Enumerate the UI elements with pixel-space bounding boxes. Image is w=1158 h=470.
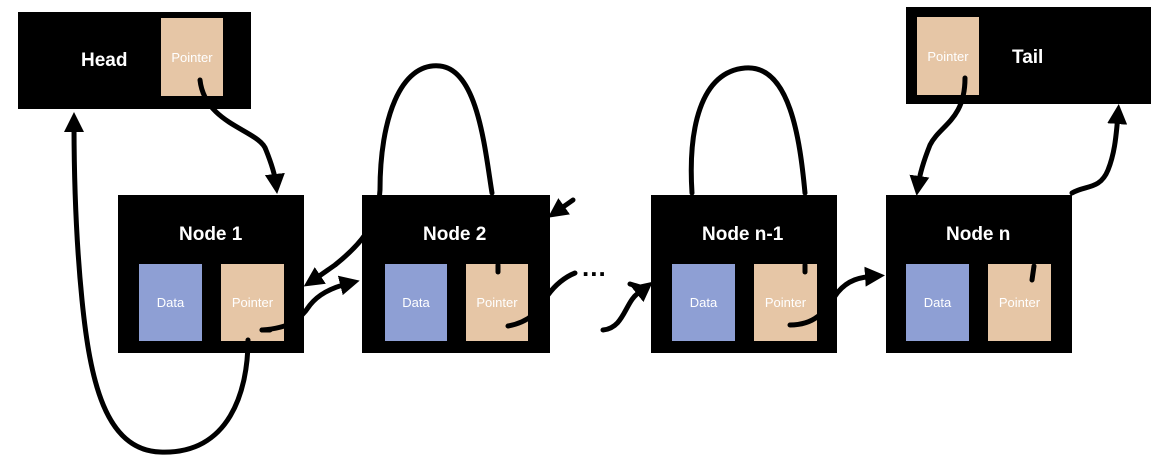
node-n-to-tail-arrow — [1069, 104, 1128, 196]
node-1: Node 1 Data Pointer — [118, 195, 304, 353]
node-pointer-cell: Pointer — [754, 264, 817, 341]
node-pointer-cell: Pointer — [988, 264, 1051, 341]
ellipsis: ... — [582, 252, 607, 282]
head-pointer-cell: Pointer — [161, 18, 223, 96]
node-title: Node n-1 — [702, 224, 784, 245]
node-title: Node n — [946, 224, 1011, 245]
node-pointer-cell: Pointer — [466, 264, 528, 341]
node-n: Node n Data Pointer — [886, 195, 1072, 353]
head-title: Head — [81, 50, 128, 71]
head-box: Head Pointer — [18, 12, 251, 109]
node-2: Node 2 Data Pointer — [362, 195, 550, 353]
into-node-n-minus-1-arrow — [600, 281, 653, 333]
ellipsis-to-node-n-minus-1-arrow — [627, 281, 643, 290]
tail-pointer-cell: Pointer — [917, 17, 979, 95]
tail-title: Tail — [1012, 47, 1044, 68]
node-pointer-cell: Pointer — [221, 264, 284, 341]
node-n-minus-1: Node n-1 Data Pointer — [651, 195, 837, 353]
node-data-cell: Data — [672, 264, 735, 341]
node-data-cell: Data — [385, 264, 447, 341]
into-node2-arrow — [547, 197, 576, 218]
tail-box: Pointer Tail — [906, 7, 1151, 104]
node-n-minus-1-loop — [688, 65, 808, 196]
node-data-cell: Data — [906, 264, 969, 341]
node-title: Node 2 — [423, 224, 487, 245]
node-title: Node 1 — [179, 224, 243, 245]
node-data-cell: Data — [139, 264, 202, 341]
